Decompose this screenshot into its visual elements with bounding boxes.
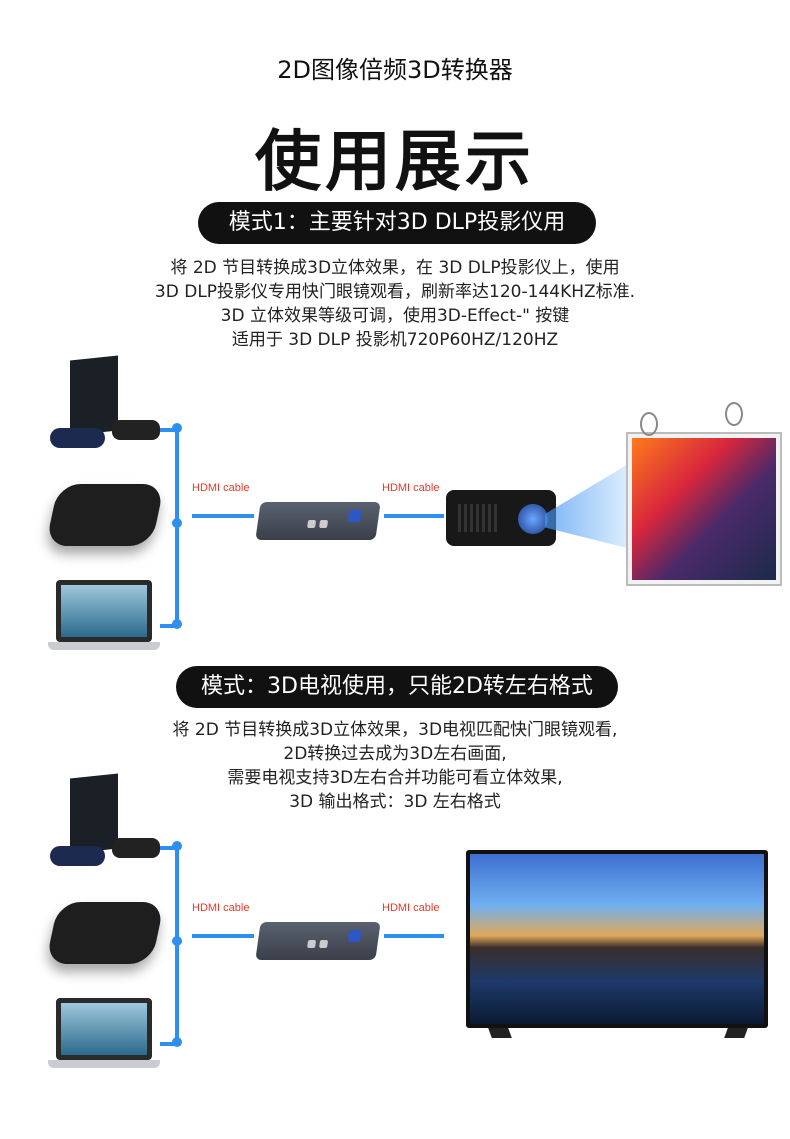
screen-hanger-icon (725, 402, 743, 426)
tv-stand-icon (488, 1028, 512, 1038)
mode2-diagram: HDMI cable HDMI cable (0, 770, 790, 1080)
junction-dot (172, 841, 182, 851)
mode1-desc-line: 3D DLP投影仪专用快门眼镜观看，刷新率达120-144KHZ标准. (154, 282, 636, 302)
tv-box-icon (45, 484, 165, 546)
game-console-icon (50, 773, 170, 866)
mode1-desc-line: 将 2D 节目转换成3D立体效果，在 3D DLP投影仪上，使用 (170, 258, 620, 278)
mode2-desc-line: 需要电视支持3D左右合并功能可看立体效果, (227, 768, 563, 788)
mode1-desc-line: 3D 立体效果等级可调，使用3D-Effect-" 按键 (220, 306, 570, 326)
hdmi-cable-in (192, 934, 254, 938)
page-title: 使用展示 (255, 123, 535, 200)
hdmi-cable-in-label: HDMI cable (192, 902, 250, 914)
mode2-desc-line: 3D 输出格式：3D 左右格式 (289, 792, 501, 812)
mode1-label-pill: 模式1：主要针对3D DLP投影仪用 (198, 202, 596, 244)
hdmi-cable-out (384, 514, 444, 518)
laptop-icon (48, 580, 160, 652)
ps4-link-line (155, 428, 177, 432)
game-console-icon (50, 355, 170, 448)
junction-dot (172, 1037, 182, 1047)
mode2-description: 将 2D 节目转换成3D立体效果，3D电视匹配快门眼镜观看, 2D转换过去成为3… (0, 718, 790, 814)
mode1-diagram: HDMI cable HDMI cable (0, 350, 790, 660)
2d-3d-converter-icon (255, 922, 381, 960)
mode2-label-pill: 模式：3D电视使用，只能2D转左右格式 (176, 666, 618, 708)
mode1-description: 将 2D 节目转换成3D立体效果，在 3D DLP投影仪上，使用 3D DLP投… (0, 256, 790, 352)
2d-3d-converter-icon (255, 502, 381, 540)
3d-tv-icon (466, 850, 768, 1028)
screen-hanger-icon (640, 412, 658, 436)
laptop-link-line (160, 624, 178, 628)
hdmi-cable-in-label: HDMI cable (192, 482, 250, 494)
projector-icon (446, 490, 556, 546)
hdmi-cable-out (384, 934, 444, 938)
junction-dot (172, 619, 182, 629)
tv-box-icon (45, 902, 165, 964)
projection-screen-icon (626, 432, 782, 586)
junction-dot (172, 936, 182, 946)
mode2-desc-line: 2D转换过去成为3D左右画面, (283, 744, 507, 764)
laptop-icon (48, 998, 160, 1070)
page-subtitle: 2D图像倍频3D转换器 (277, 56, 513, 84)
laptop-link-line (160, 1042, 178, 1046)
hdmi-cable-out-label: HDMI cable (382, 482, 440, 494)
hdmi-cable-out-label: HDMI cable (382, 902, 440, 914)
junction-dot (172, 423, 182, 433)
projection-beam (545, 460, 635, 550)
ps4-link-line (155, 846, 177, 850)
mode1-desc-line: 适用于 3D DLP 投影机720P60HZ/120HZ (231, 330, 559, 350)
hdmi-cable-in (192, 514, 254, 518)
junction-dot (172, 518, 182, 528)
tv-stand-icon (724, 1028, 748, 1038)
mode2-desc-line: 将 2D 节目转换成3D立体效果，3D电视匹配快门眼镜观看, (172, 720, 618, 740)
